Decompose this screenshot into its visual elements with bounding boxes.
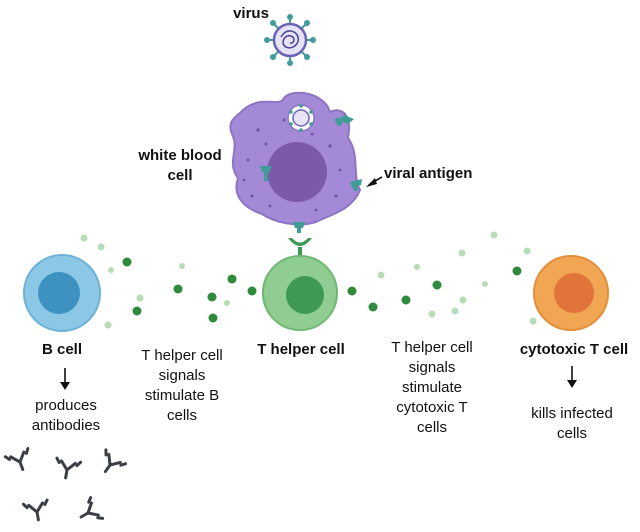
t-helper-cell-label: T helper cell (257, 341, 345, 358)
white-blood-cell-label: white blood cell (138, 147, 222, 184)
cytotoxic-arrow (567, 366, 577, 388)
white-blood-cell (229, 91, 362, 226)
b-cell-nucleus (38, 272, 80, 314)
wbc-nucleus (267, 142, 327, 202)
b-cell-label: B cell (41, 341, 83, 358)
t-helper-cell (262, 255, 338, 331)
signals-cytotoxic-label: T helper cell signals stimulate cytotoxi… (391, 339, 473, 436)
b-cell (23, 254, 101, 332)
kills-infected-label: kills infected cells (531, 405, 613, 442)
produces-antibodies-label: produces antibodies (31, 397, 101, 434)
viral-antigen-icon (260, 115, 362, 233)
signals-b-label: T helper cell signals stimulate B cells (141, 347, 223, 424)
antibody-icons (3, 446, 128, 522)
virus-label: virus (233, 5, 269, 22)
signal-molecules (80, 231, 537, 329)
cytotoxic-t-cell (533, 255, 609, 331)
virus-icon (264, 14, 316, 66)
t-helper-nucleus (286, 276, 324, 314)
cytotoxic-nucleus (554, 273, 594, 313)
viral-antigen-label: viral antigen (384, 165, 473, 182)
b-cell-arrow (60, 368, 70, 390)
viral-antigen-arrow (366, 176, 383, 187)
cytotoxic-t-cell-label: cytotoxic T cell (519, 341, 629, 358)
